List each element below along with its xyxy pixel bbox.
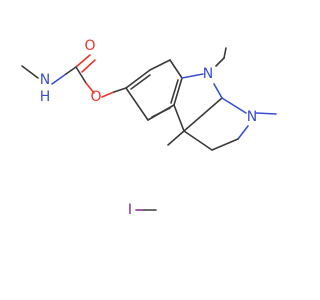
chemical-structure-drawing: O O N H N N I — [21, 38, 277, 218]
atom-h-carbamate: H — [40, 89, 51, 105]
ring-bond-4 — [173, 77, 183, 106]
bond-ch-n-pyrrolidine — [221, 97, 247, 114]
bond-ch-quaternary — [183, 97, 223, 132]
bond-n-indoline-ch — [213, 83, 223, 99]
bond-c-o-double-a — [75, 54, 91, 68]
bond-n-carbonyl-c — [51, 73, 67, 85]
ring-bond-1 — [125, 69, 151, 89]
bond-quaternary-methyl — [167, 130, 185, 146]
atom-iodine: I — [128, 202, 132, 218]
bond-c-o-double-b — [81, 59, 96, 73]
bond-methyl-n — [21, 65, 39, 79]
ring-bond-2 — [149, 59, 171, 71]
bond-o-ring-c — [113, 87, 127, 93]
ring-double-2 — [170, 79, 179, 104]
atom-o-ester: O — [90, 89, 101, 105]
bond-n-pyrrolidine-methyl — [255, 112, 277, 115]
atom-n-pyrrolidine: N — [247, 109, 257, 125]
bond-n-indoline-methyl-a — [215, 57, 225, 67]
bond-ch2-quaternary — [183, 130, 213, 151]
bond-n-pyrrolidine-ch2 — [237, 125, 249, 140]
bond-c-o-ester-a — [75, 66, 87, 84]
bond-c-o-ester-b — [85, 82, 95, 94]
bond-ring-n-indoline — [181, 73, 204, 79]
ring-bond-6 — [125, 87, 149, 121]
ring-bond-3 — [169, 59, 183, 79]
atom-n-carbamate: N — [40, 72, 50, 88]
bond-carbonyl-c — [65, 66, 77, 75]
atom-n-indoline: N — [203, 66, 213, 82]
bond-o-ring — [101, 91, 115, 98]
ring-double-1 — [130, 74, 151, 90]
bond-ch2-ch2 — [211, 138, 239, 151]
molecule-canvas: O O N H N N I — [21, 38, 277, 218]
ring-double-3 — [151, 107, 171, 118]
bond-n-indoline-methyl-b — [223, 47, 227, 59]
atom-o-carbonyl: O — [84, 38, 95, 54]
bond-quaternary-ring — [173, 104, 185, 132]
